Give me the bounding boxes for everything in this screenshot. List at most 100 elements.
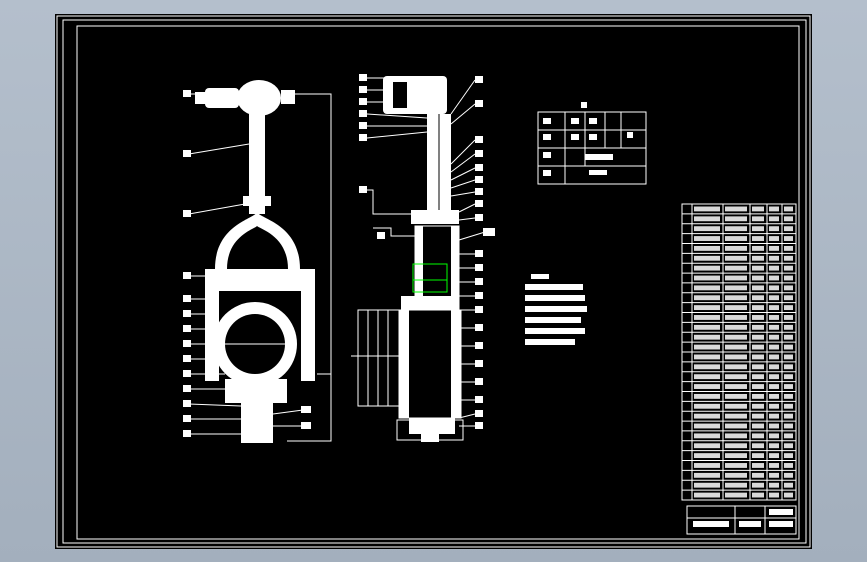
bom-cell (694, 354, 720, 360)
bom-cell (694, 226, 720, 232)
bom-cell (752, 472, 764, 478)
bom-cell (725, 453, 747, 459)
bom-cell (784, 206, 793, 212)
bom-cell (752, 433, 764, 439)
bom-cell (694, 344, 720, 350)
bom-cell (725, 354, 747, 360)
bom-cell (752, 245, 764, 251)
bom-cell (769, 364, 779, 370)
bom-cell (694, 393, 720, 399)
bom-cell (784, 236, 793, 241)
bom-cell (752, 305, 764, 311)
bom-cell (784, 295, 793, 301)
bom-cell (694, 334, 720, 340)
bom-cell (725, 226, 747, 232)
bom-cell (725, 315, 747, 320)
bom-cell (784, 265, 793, 271)
bom-cell (694, 492, 720, 498)
side-body-flange (401, 296, 457, 310)
bom-cell (725, 344, 747, 350)
bom-cell (769, 453, 779, 459)
bom-cell (694, 374, 720, 380)
bom-cell (752, 236, 764, 241)
bom-cell (769, 403, 779, 409)
bom-cell (725, 463, 747, 468)
bom-cell (769, 295, 779, 301)
bom-cell (769, 324, 779, 330)
spec-table (537, 102, 647, 185)
bom-cell (784, 344, 793, 350)
bom-cell (769, 275, 779, 281)
bom-cell (694, 423, 720, 429)
bom-cell (725, 433, 747, 439)
bom-cell (769, 482, 779, 488)
bom-cell (769, 305, 779, 311)
bom-cell (694, 324, 720, 330)
bom-cell (784, 216, 793, 222)
bom-cell (769, 463, 779, 468)
bom-cell (784, 374, 793, 380)
bom-cell (694, 255, 720, 261)
bom-cell (694, 403, 720, 409)
bom-cell (725, 324, 747, 330)
bom-cell (769, 423, 779, 429)
bom-cell (769, 344, 779, 350)
bom-cell (752, 423, 764, 429)
bom-cell (725, 472, 747, 478)
bom-cell (752, 334, 764, 340)
bom-cell (752, 216, 764, 222)
bom-cell (784, 413, 793, 419)
bom-cell (784, 275, 793, 281)
bom-cell (784, 453, 793, 459)
bom-cell (752, 453, 764, 459)
side-right-leaders (450, 79, 486, 427)
bom-cell (752, 344, 764, 350)
bom-cell (725, 413, 747, 419)
bom-cell (784, 472, 793, 478)
bom-cell (769, 265, 779, 271)
actuator-housing (237, 80, 281, 116)
bom-cell (694, 384, 720, 389)
bom-cell (694, 443, 720, 449)
bom-cell (752, 492, 764, 498)
bom-cell (725, 255, 747, 261)
bom-cell (725, 393, 747, 399)
outer-frame (56, 15, 811, 548)
bom-cell (752, 265, 764, 271)
bom-cell (725, 275, 747, 281)
bom-cell (725, 374, 747, 380)
bom-cell (694, 482, 720, 488)
bom-cell (752, 354, 764, 360)
bom-cell (725, 265, 747, 271)
bom-cell (752, 364, 764, 370)
front-balloons (183, 90, 311, 437)
side-left-balloons (359, 74, 385, 239)
bom-cell (784, 324, 793, 330)
bom-cell (752, 295, 764, 301)
bom-cell (725, 364, 747, 370)
bom-cell (725, 216, 747, 222)
bom-cell (725, 403, 747, 409)
bom-cell (769, 236, 779, 241)
bom-cell (694, 265, 720, 271)
inner-frame (62, 19, 807, 544)
front-view (183, 80, 332, 443)
side-right-balloons (475, 76, 495, 429)
bom-cell (769, 472, 779, 478)
bom-cell (769, 374, 779, 380)
bom-cell (784, 482, 793, 488)
bom-cell (752, 275, 764, 281)
bom-cell (769, 226, 779, 232)
bom-cell (752, 374, 764, 380)
bom-cell (769, 393, 779, 399)
bom-cell (694, 463, 720, 468)
cad-viewport[interactable] (55, 14, 812, 549)
bom-cell (784, 334, 793, 340)
bom-cell (752, 226, 764, 232)
bom-cell (725, 492, 747, 498)
bom-cell (694, 285, 720, 291)
bom-cell (694, 206, 720, 212)
bom-cell (784, 354, 793, 360)
frame-border (76, 25, 800, 540)
bom-cell (694, 413, 720, 419)
